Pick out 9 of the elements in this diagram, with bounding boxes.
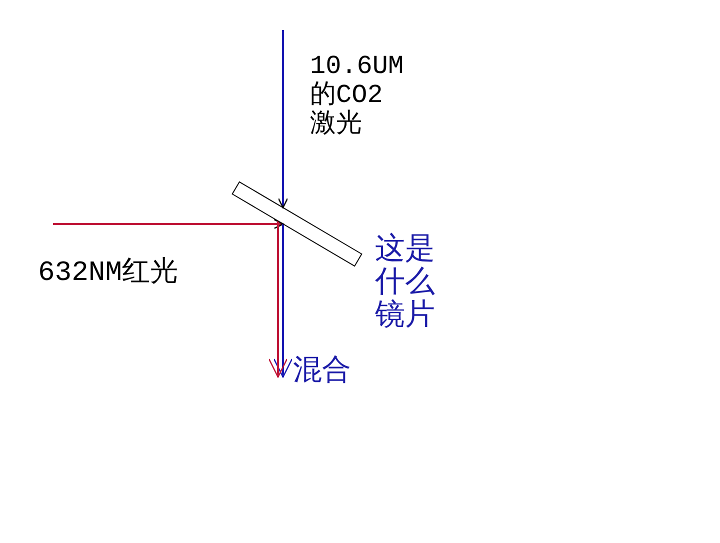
question-label: 这是什么镜片 bbox=[375, 235, 436, 334]
output-label: 混合 bbox=[293, 356, 351, 388]
beam-label: 10.6UM的CO2激光 bbox=[310, 52, 405, 139]
light-beam bbox=[272, 224, 294, 378]
light-beam bbox=[278, 30, 288, 208]
light-beam bbox=[268, 220, 288, 378]
beam-label: 632NM红光 bbox=[38, 258, 178, 290]
light-beam bbox=[53, 218, 284, 230]
mirror bbox=[231, 180, 363, 268]
